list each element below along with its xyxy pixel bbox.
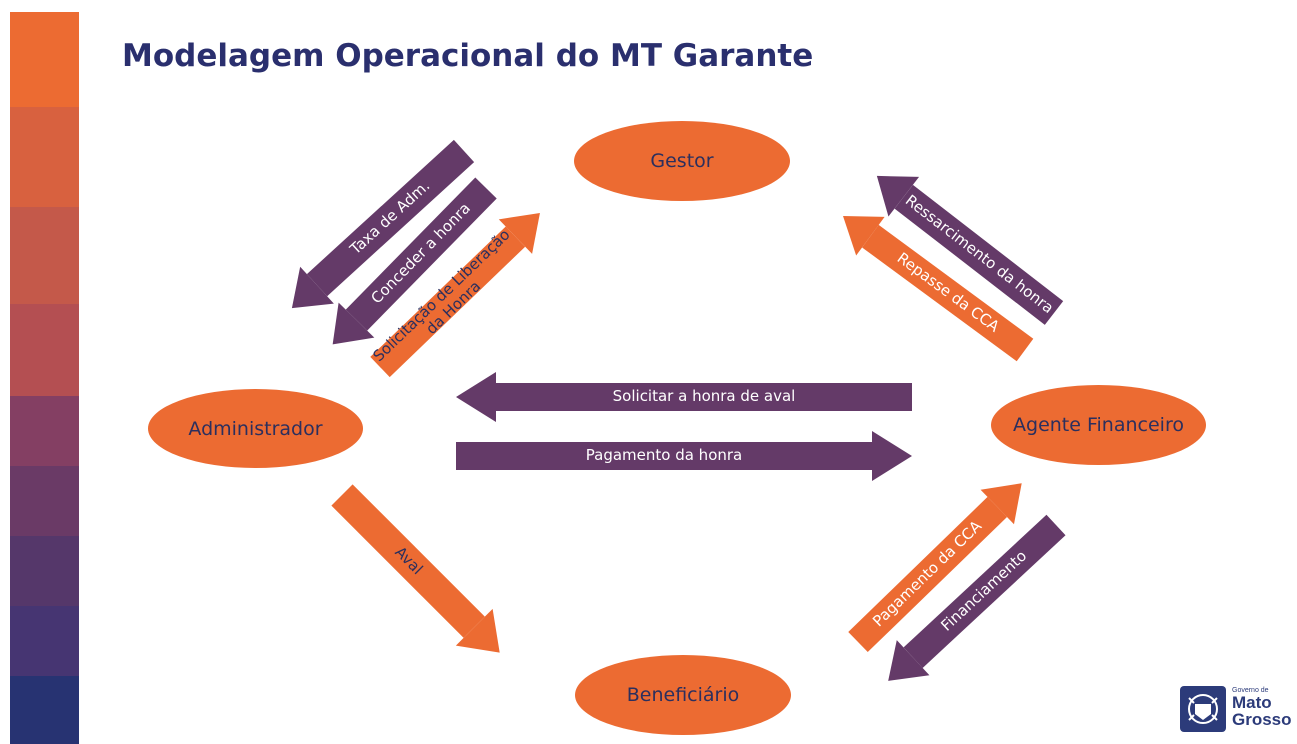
side-bar-segment bbox=[10, 676, 79, 744]
arrow-shaft bbox=[456, 442, 872, 470]
side-bar-segment bbox=[10, 304, 79, 396]
arrow-aval: Aval bbox=[324, 477, 519, 672]
logo-line-1: Mato bbox=[1232, 693, 1272, 712]
arrow-solicitar-honra-aval: Solicitar a honra de aval bbox=[456, 372, 912, 422]
coat-of-arms-icon bbox=[1180, 686, 1226, 732]
logo-caption: Governo de bbox=[1232, 687, 1269, 694]
side-bar-segment bbox=[10, 536, 79, 606]
arrow-head bbox=[872, 431, 912, 481]
side-bar-segment bbox=[10, 107, 79, 207]
side-color-bar bbox=[10, 12, 79, 744]
node-agente-financeiro-label: Agente Financeiro bbox=[1013, 414, 1184, 436]
node-gestor-label: Gestor bbox=[650, 150, 714, 172]
logo-wordmark: Mato Grosso bbox=[1232, 694, 1292, 728]
side-bar-segment bbox=[10, 207, 79, 304]
logo-line-2: Grosso bbox=[1232, 710, 1292, 729]
node-beneficiario-label: Beneficiário bbox=[626, 684, 740, 706]
mato-grosso-logo: Governo de Mato Grosso bbox=[1180, 686, 1292, 732]
node-administrador-label: Administrador bbox=[188, 417, 323, 440]
slide-title: Modelagem Operacional do MT Garante bbox=[122, 38, 814, 74]
node-gestor: Gestor bbox=[574, 121, 790, 201]
node-agente-financeiro: Agente Financeiro bbox=[991, 385, 1206, 465]
side-bar-segment bbox=[10, 466, 79, 536]
side-bar-segment bbox=[10, 396, 79, 466]
arrow-pagamento-honra-label: Pagamento da honra bbox=[585, 446, 743, 465]
node-administrador: Administrador bbox=[148, 389, 363, 468]
arrow-head bbox=[456, 372, 496, 422]
arrow-solicitar-honra-aval-label: Solicitar a honra de aval bbox=[612, 387, 796, 406]
arrow-pagamento-honra: Pagamento da honra bbox=[456, 431, 912, 481]
arrow-aval-label: Aval bbox=[391, 543, 427, 579]
side-bar-segment bbox=[10, 606, 79, 676]
side-bar-segment bbox=[10, 12, 79, 107]
node-beneficiario: Beneficiário bbox=[575, 655, 791, 735]
